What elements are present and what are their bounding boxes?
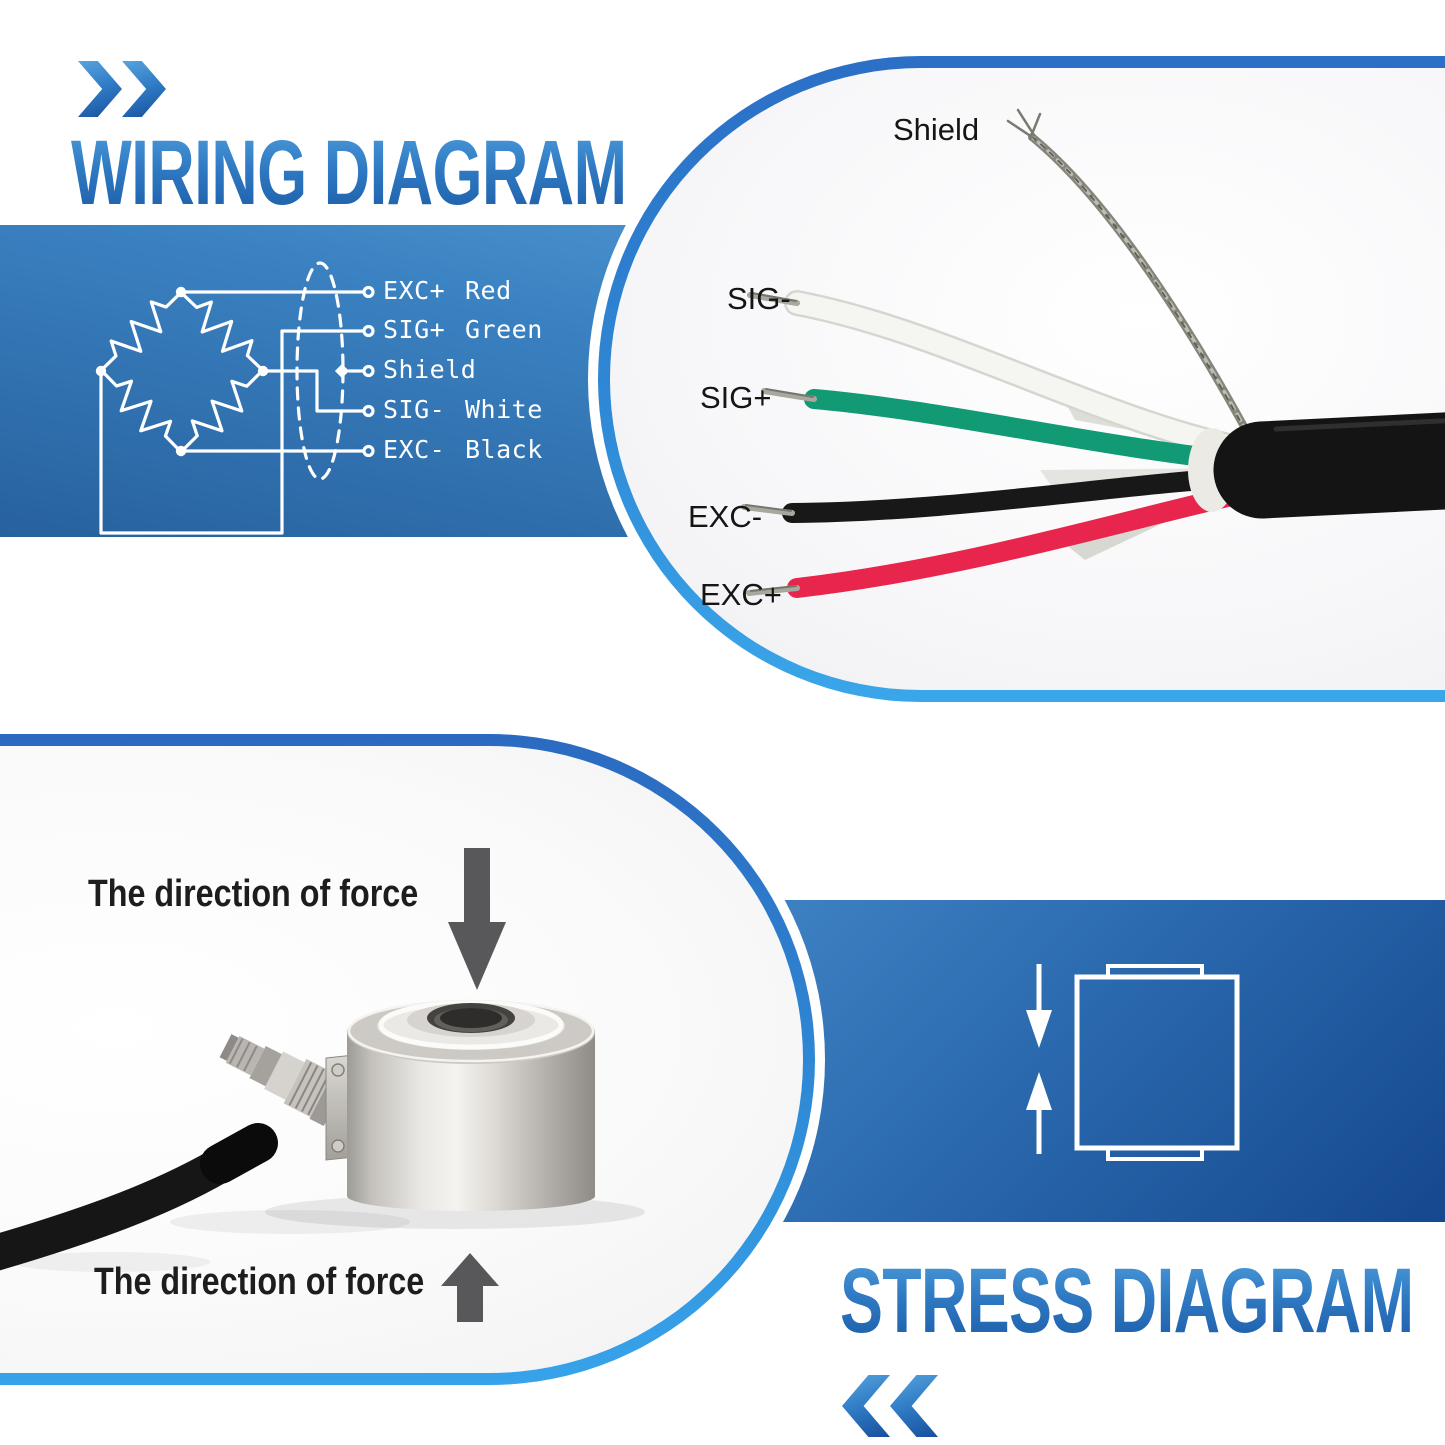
- loadcell-body: [347, 1032, 595, 1211]
- loadcell-photo-blob-border: [0, 734, 815, 1385]
- wire-color-label: Green: [465, 315, 543, 344]
- loadcell-outline: [1074, 974, 1240, 1151]
- sig-minus-wire: [786, 292, 1269, 463]
- wire-sig-minus: [261, 369, 365, 413]
- stripped-cable-photo: [741, 108, 1445, 598]
- double-chevron-right-icon: [78, 61, 166, 122]
- signal-label: SIG-: [383, 395, 446, 424]
- wiring-row-sig-minus: SIG- White: [383, 394, 543, 426]
- chevron-right-icon: [122, 61, 166, 117]
- chevron-left-icon: [842, 1375, 890, 1437]
- compression-arrow-down: [1026, 1010, 1052, 1048]
- bridge-resistors: [98, 290, 265, 454]
- wiring-diagram-title: WIRING DIAGRAM: [71, 122, 627, 224]
- wiring-row-sig-plus: SIG+ Green: [383, 314, 543, 346]
- label-exc-minus: EXC-: [688, 499, 763, 534]
- wiring-row-exc-minus: EXC- Black: [383, 434, 543, 466]
- wire-color-label: Black: [465, 435, 543, 464]
- label-sig-minus: SIG-: [727, 281, 791, 316]
- signal-label: EXC-: [383, 435, 446, 464]
- load-cell-photo: [0, 999, 645, 1272]
- force-direction-label-top: The direction of force: [88, 873, 419, 915]
- wire-color-label: White: [465, 395, 543, 424]
- wire-sig-plus: [99, 329, 365, 535]
- wheatstone-bridge-diagram: [95, 261, 375, 535]
- signal-label: SIG+: [383, 315, 446, 344]
- force-arrow-up-icon: [441, 1253, 499, 1322]
- force-arrow-down-icon: [448, 848, 506, 990]
- force-direction-label-bottom: The direction of force: [94, 1261, 425, 1303]
- chevron-right-icon: [78, 61, 122, 117]
- wiring-row-shield: Shield: [383, 354, 476, 386]
- label-exc-plus: EXC+: [700, 577, 782, 612]
- signal-label: Shield: [383, 355, 477, 384]
- double-chevron-left-icon: [842, 1375, 938, 1442]
- loadcell-cable: [0, 1140, 250, 1271]
- compression-arrow-up: [1026, 1072, 1052, 1110]
- chevron-left-icon: [890, 1375, 938, 1437]
- stress-diagram-icon: [1026, 964, 1240, 1161]
- label-sig-plus: SIG+: [700, 380, 772, 415]
- cable-jacket: [1213, 412, 1445, 519]
- label-shield: Shield: [893, 112, 980, 147]
- wiring-row-exc-plus: EXC+ Red: [383, 275, 512, 307]
- signal-label: EXC+: [383, 276, 446, 305]
- bridge-junction-dots: [95, 286, 350, 457]
- stress-diagram-title: STRESS DIAGRAM: [840, 1250, 1414, 1352]
- wire-color-label: Red: [465, 276, 512, 305]
